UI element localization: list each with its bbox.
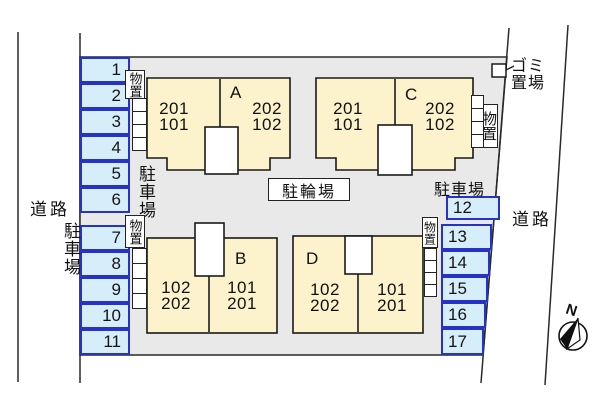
building-d-right-units: 101 201: [377, 280, 407, 315]
parking-space-10: 10: [80, 303, 130, 329]
building-b-label: B: [235, 249, 247, 268]
storage-label-d: 物置: [422, 217, 438, 248]
parking-space-8: 8: [80, 251, 130, 277]
storage-cell: [132, 293, 147, 309]
parking-space-2: 2: [80, 83, 130, 109]
storage-label-a-text: 物置: [127, 71, 143, 98]
parking-space-7: 7: [80, 225, 130, 251]
road-right-outer-line: [544, 24, 569, 386]
storage-units-b: [132, 248, 147, 309]
building-d-left-units: 102 202: [310, 280, 340, 315]
storage-label-d-text: 物置: [422, 220, 437, 245]
storage-units-c: [471, 95, 484, 148]
building-c-right-units: 202 102: [425, 99, 455, 134]
parking-space-5: 5: [80, 161, 130, 187]
road-right-label: 道路: [512, 210, 552, 229]
building-c-left-units: 201 101: [333, 99, 363, 134]
building-d-label: D: [306, 249, 319, 268]
parking-space-1: 1: [80, 57, 130, 83]
storage-cell: [132, 98, 147, 112]
storage-cell: [132, 248, 147, 264]
parking-lot-left-site-label: 駐車場: [136, 165, 155, 219]
parking-space-16: 16: [441, 302, 486, 328]
building-a-right-units: 202 102: [252, 99, 282, 134]
parking-space-6: 6: [80, 187, 130, 213]
parking-space-9: 9: [80, 277, 130, 303]
storage-cell: [132, 124, 147, 138]
parking-space-12: 12: [446, 196, 500, 220]
storage-label-c-text: 物置: [480, 111, 497, 141]
north-compass-icon: [558, 317, 588, 351]
storage-cell: [471, 108, 484, 122]
building-b-stairwell: [194, 222, 225, 277]
storage-label-b: 物置: [125, 215, 145, 248]
building-c-stairwell: [377, 124, 413, 176]
building-a-stairwell: [204, 126, 239, 175]
storage-label-b-text: 物置: [127, 218, 143, 245]
building-a-label: A: [230, 83, 242, 102]
storage-cell: [132, 137, 147, 151]
building-b-right-units: 101 201: [227, 278, 257, 313]
storage-cell: [471, 95, 484, 109]
garbage-area-label: ゴミ 置場: [511, 58, 546, 92]
storage-cell: [471, 134, 484, 148]
bicycle-parking-label: 駐輪場: [281, 183, 336, 201]
parking-space-15: 15: [441, 276, 488, 302]
storage-cell: [132, 111, 147, 125]
building-b-left-units: 102 202: [161, 278, 191, 313]
garbage-pointer-line: [505, 65, 515, 71]
road-left-label: 道路: [30, 200, 70, 219]
parking-space-3: 3: [80, 109, 130, 135]
bicycle-parking-area: 駐輪場: [268, 178, 350, 201]
parking-lot-right-label: 駐車場: [434, 182, 486, 199]
parking-space-14: 14: [441, 250, 490, 276]
parking-space-17: 17: [441, 328, 484, 355]
garbage-box: [491, 63, 507, 78]
parking-space-13: 13: [441, 224, 492, 250]
parking-space-11: 11: [80, 329, 130, 355]
building-a-outline: [146, 77, 291, 171]
parking-lot-left-road-label: 駐車場: [61, 222, 80, 276]
building-c-label: C: [405, 85, 418, 104]
storage-cell: [471, 121, 484, 135]
storage-label-a: 物置: [125, 70, 145, 99]
building-d-stairwell: [344, 235, 373, 275]
building-a-left-units: 201 101: [159, 99, 189, 134]
storage-cell: [132, 263, 147, 279]
storage-cell: [132, 278, 147, 294]
storage-units-d: [424, 248, 437, 297]
storage-cell: [424, 284, 437, 297]
parking-space-4: 4: [80, 135, 130, 161]
storage-units-a: [132, 98, 147, 151]
